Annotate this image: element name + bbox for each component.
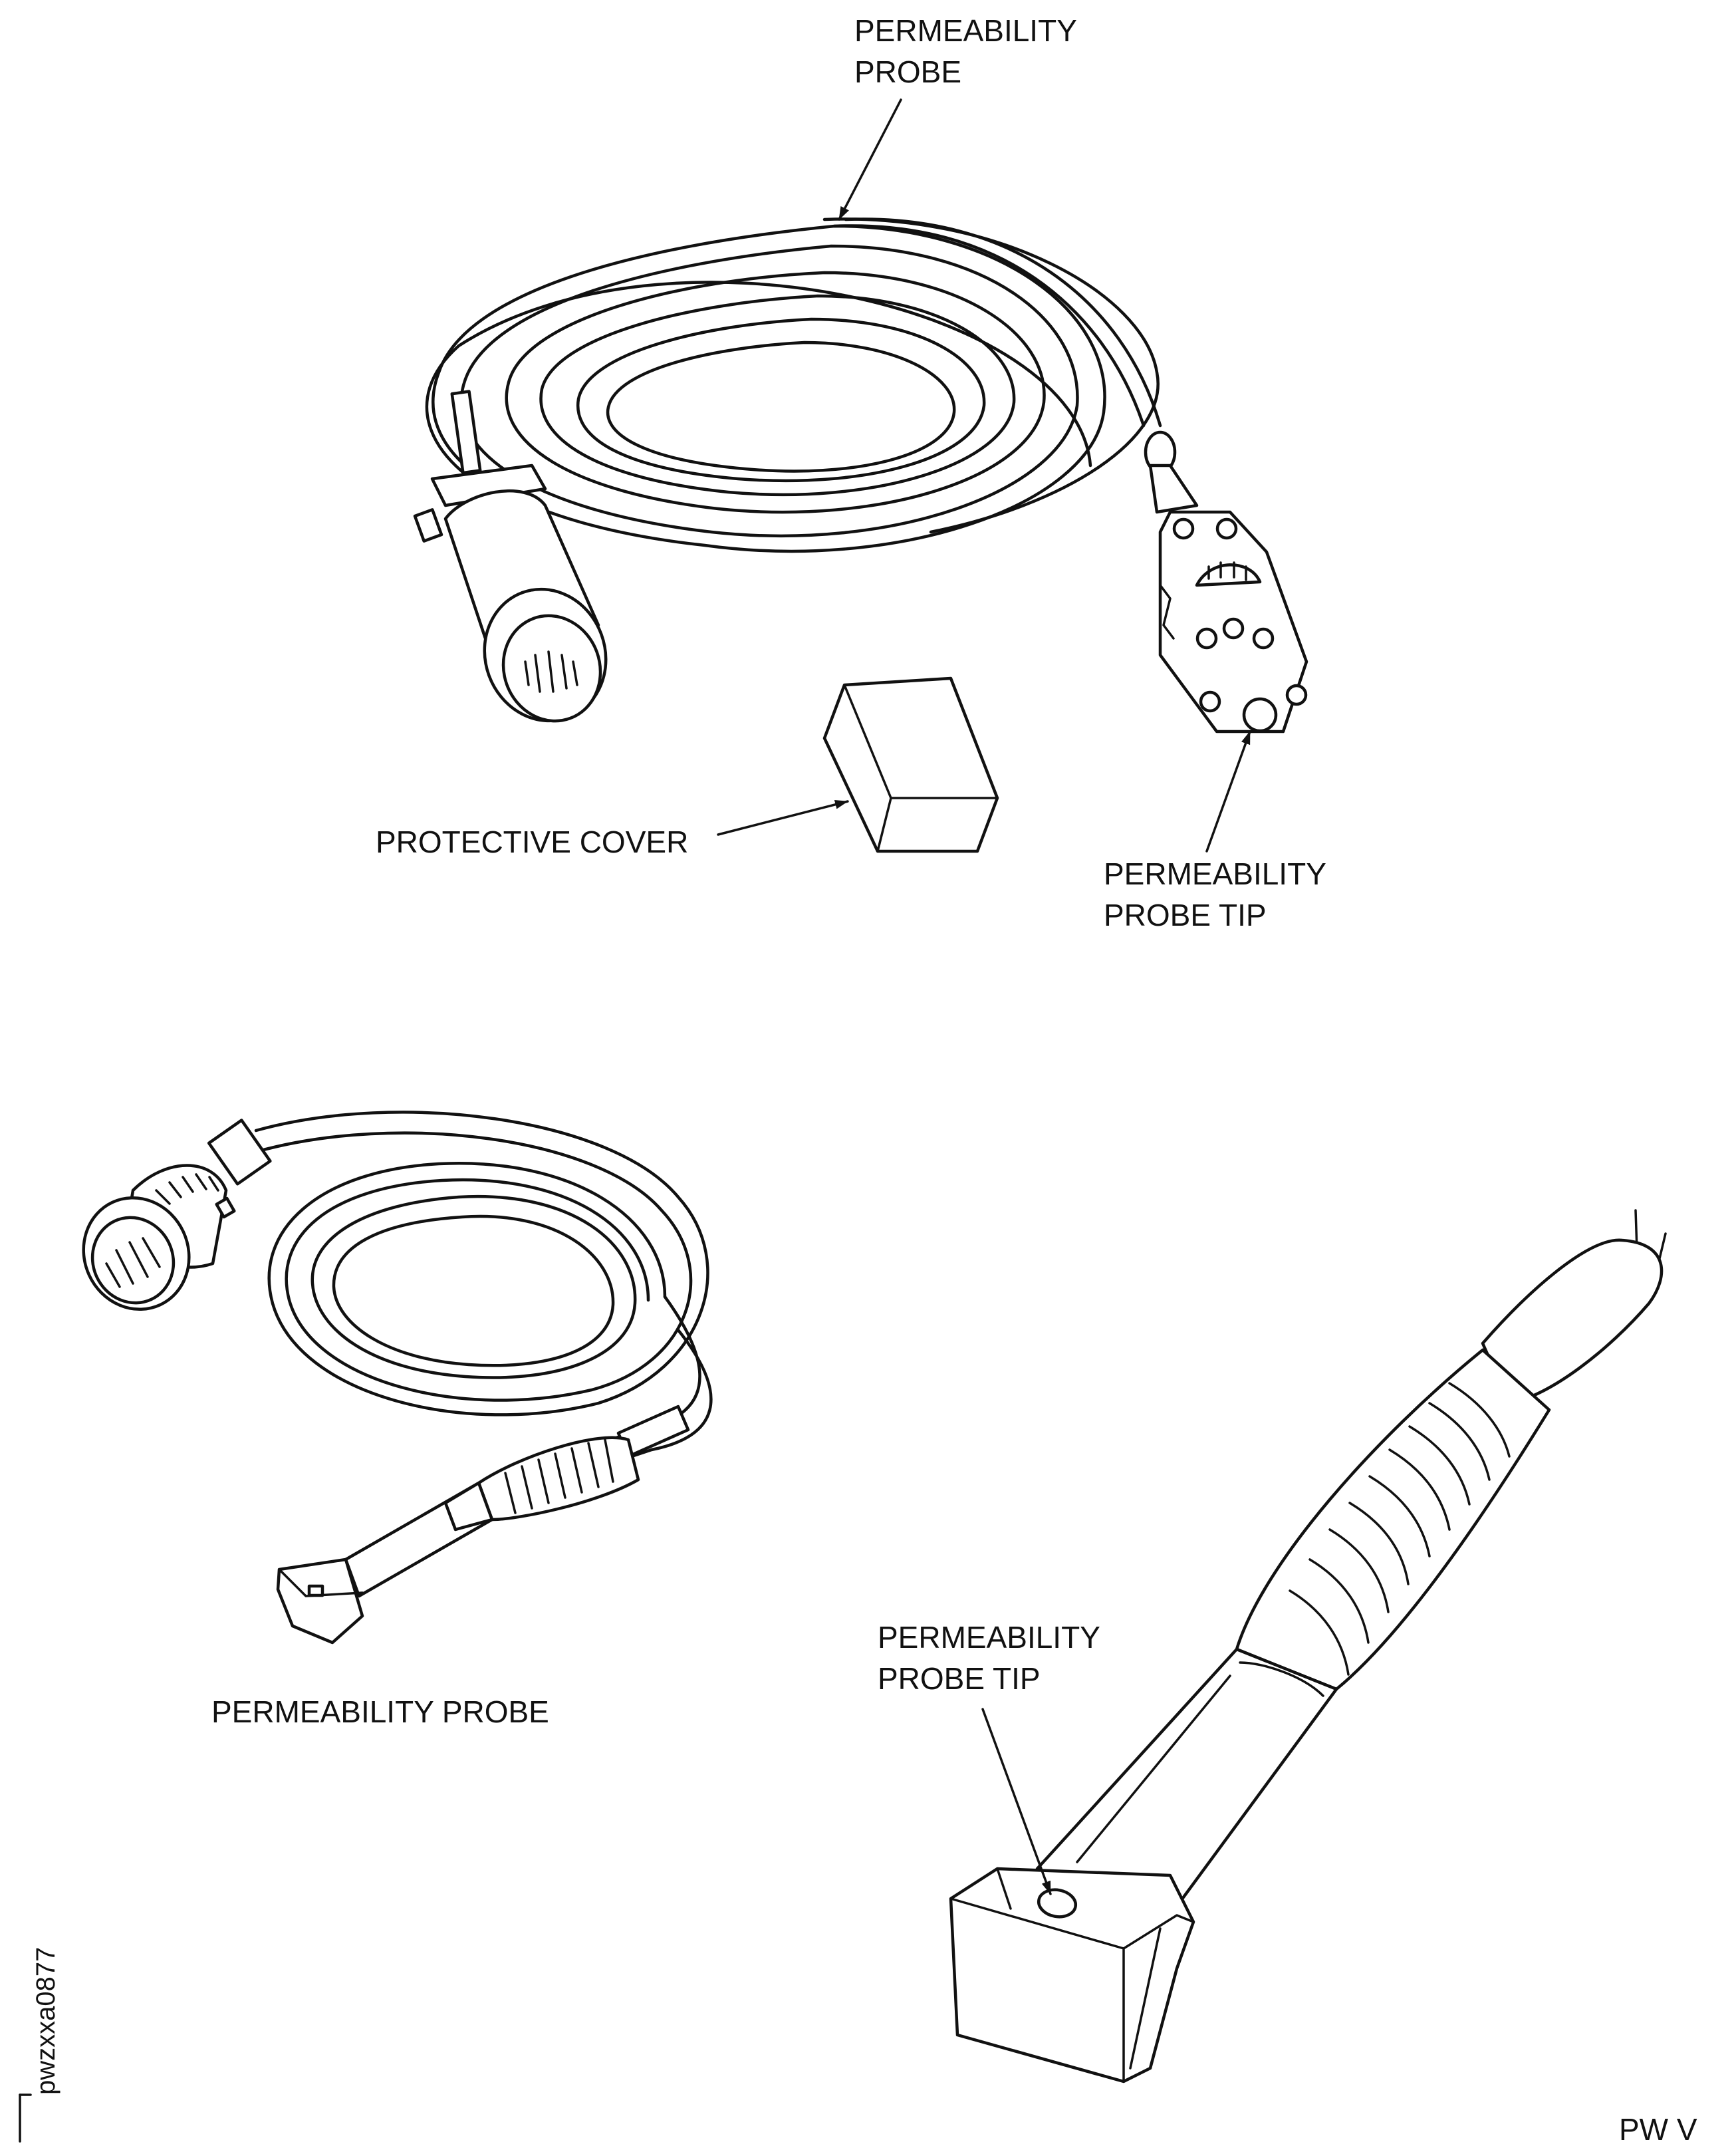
label-figure-id: pwzxxa0877 — [31, 1947, 61, 2095]
label-top-probe-line1: PERMEABILITY — [854, 13, 1077, 48]
bottom-cable-connector — [82, 1119, 272, 1311]
label-footer-code: PW V — [1619, 2112, 1697, 2147]
detail-cable-end — [1481, 1209, 1667, 1405]
bottom-probe-assembly: PERMEABILITY PROBE — [82, 1111, 713, 1729]
tip-leader-arrow — [1205, 730, 1251, 853]
detail-probe-head — [949, 1867, 1195, 2084]
detail-probe-grip — [1235, 1348, 1551, 1691]
cover-leader-arrow — [717, 799, 849, 836]
detail-tip-leader-arrow — [981, 1708, 1052, 1895]
protective-cover — [822, 676, 999, 853]
label-top-probe-tip-line2: PROBE TIP — [1104, 898, 1267, 932]
label-protective-cover: PROTECTIVE COVER — [376, 825, 688, 859]
cable-connector — [413, 390, 608, 723]
bottom-coiled-cable — [254, 1111, 713, 1465]
label-detail-probe-tip-line1: PERMEABILITY — [878, 1620, 1100, 1655]
label-bottom-probe: PERMEABILITY PROBE — [211, 1694, 549, 1729]
top-probe-assembly: PERMEABILITY PROBE PROTECTIVE COVER PERM… — [376, 13, 1326, 932]
coiled-cable — [425, 217, 1162, 553]
probe-tip-detail: PERMEABILITY PROBE TIP — [878, 1209, 1667, 2084]
label-detail-probe-tip-line2: PROBE TIP — [878, 1661, 1041, 1696]
label-top-probe-line2: PROBE — [854, 55, 961, 89]
probe-head — [1144, 430, 1308, 734]
bottom-probe-body — [276, 1405, 690, 1645]
figure-id-mark: pwzxxa0877 — [19, 1947, 61, 2143]
label-top-probe-tip-line1: PERMEABILITY — [1104, 857, 1326, 891]
probe-leader-arrow — [838, 98, 902, 221]
